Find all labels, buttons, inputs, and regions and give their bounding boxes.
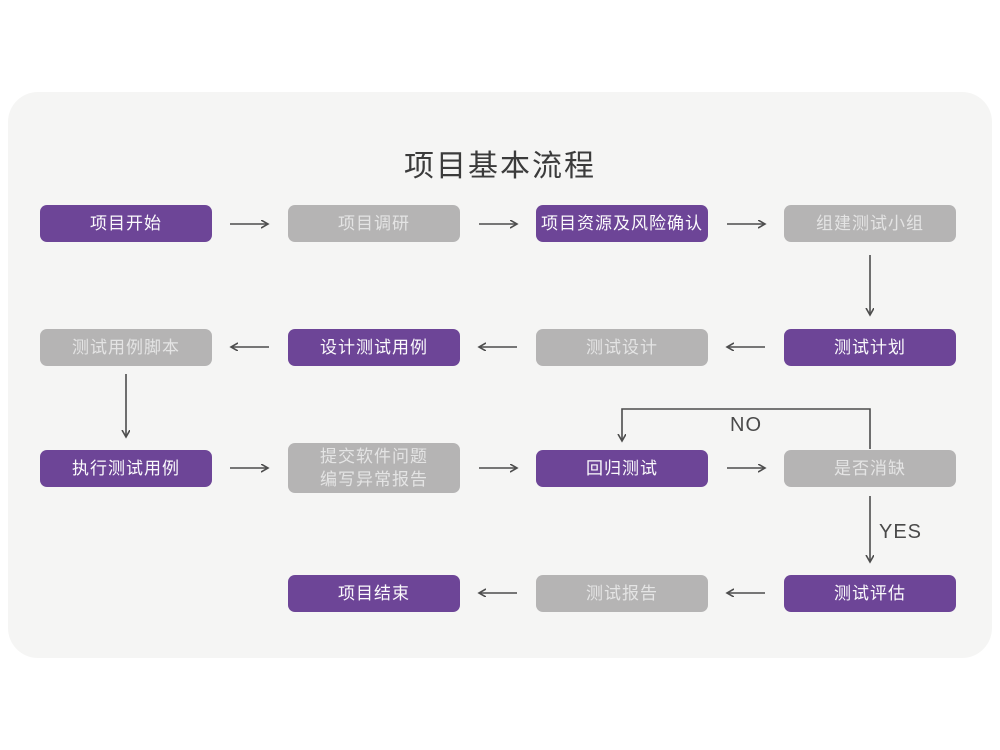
node-test-evaluation: 测试评估: [784, 575, 956, 612]
node-project-end: 项目结束: [288, 575, 460, 612]
node-design-test-cases: 设计测试用例: [288, 329, 460, 366]
node-project-resource-risk: 项目资源及风险确认: [536, 205, 708, 242]
node-test-design: 测试设计: [536, 329, 708, 366]
edge-label-no: NO: [730, 414, 762, 436]
edge-label-yes: YES: [879, 521, 923, 543]
node-project-start: 项目开始: [40, 205, 212, 242]
node-test-plan: 测试计划: [784, 329, 956, 366]
node-project-research: 项目调研: [288, 205, 460, 242]
diagram-title: 项目基本流程: [404, 150, 596, 183]
node-test-case-scripts: 测试用例脚本: [40, 329, 212, 366]
node-regression-test: 回归测试: [536, 450, 708, 487]
node-build-test-team: 组建测试小组: [784, 205, 956, 242]
flowchart-card: [8, 92, 992, 658]
node-defect-cleared: 是否消缺: [784, 450, 956, 487]
node-test-report: 测试报告: [536, 575, 708, 612]
node-execute-test-cases: 执行测试用例: [40, 450, 212, 487]
node-submit-issue-report: 提交软件问题 编写异常报告: [288, 443, 460, 493]
